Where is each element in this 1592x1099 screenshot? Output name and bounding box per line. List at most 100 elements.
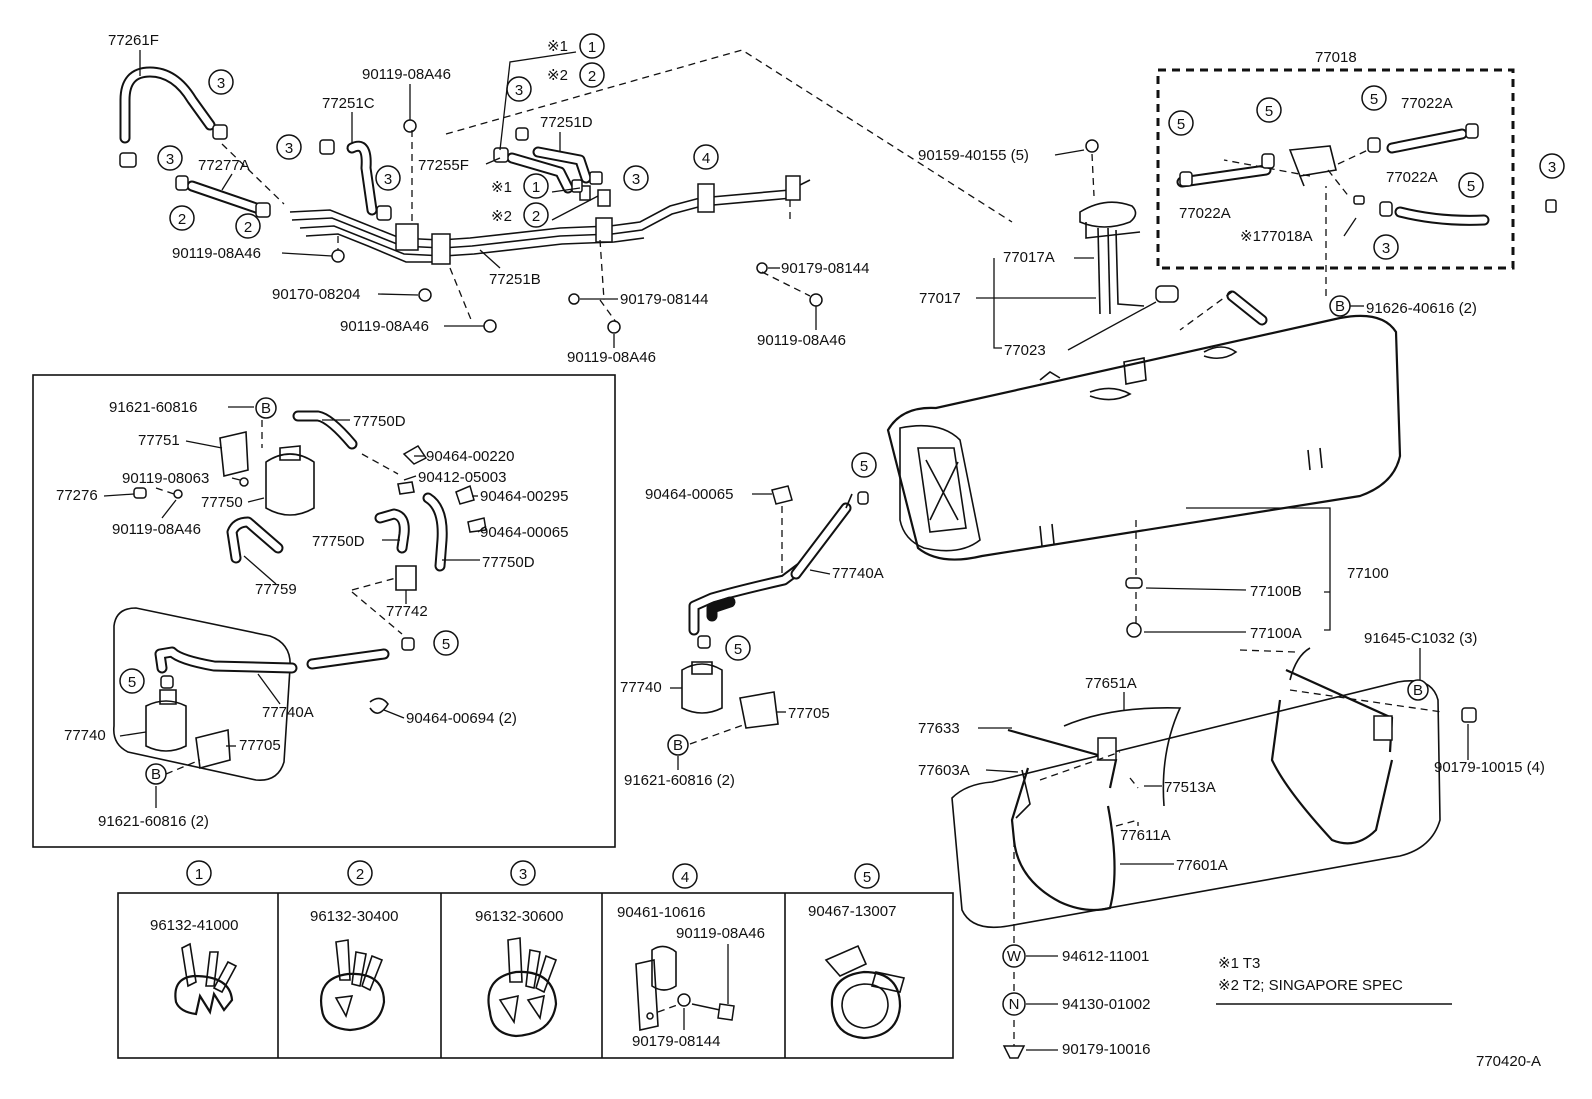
svg-text:1: 1: [195, 866, 203, 883]
fuel-line-assembly: [119, 49, 1013, 334]
callout-N: N: [1002, 992, 1026, 1016]
svg-text:3: 3: [632, 171, 640, 188]
label-91645: 91645-C1032 (3): [1364, 630, 1477, 647]
label-mid-77740A: 77740A: [832, 565, 884, 582]
svg-text:3: 3: [519, 866, 527, 883]
notes: ※1 T3 ※2 T2; SINGAPORE SPEC 770420-A: [1216, 955, 1541, 1070]
label-box-77750: 77750: [201, 494, 243, 511]
callout-3: 3: [506, 76, 532, 102]
label-mid-77740: 77740: [620, 679, 662, 696]
label-77100: 77100: [1347, 565, 1389, 582]
label-90119-left: 90119-08A46: [172, 245, 261, 262]
svg-text:3: 3: [1548, 159, 1556, 176]
callout-5: 5: [119, 668, 145, 694]
svg-text:3: 3: [1382, 240, 1390, 257]
label-box-90464-065: 90464-00065: [480, 524, 568, 541]
label-77251C: 77251C: [322, 95, 375, 112]
callout-5: 5: [725, 635, 751, 661]
label-box-77705: 77705: [239, 737, 281, 754]
note-t3: ※1 T3: [1218, 955, 1260, 972]
svg-text:1: 1: [532, 179, 540, 196]
svg-text:3: 3: [515, 82, 523, 99]
legend-part-1: 96132-41000: [150, 917, 238, 934]
label-77255F: 77255F: [418, 157, 469, 174]
clamp-type-2-drawing: [319, 939, 386, 1032]
callout-5: 5: [1256, 97, 1282, 123]
callout-B: B: [255, 397, 277, 419]
callout-B: B: [145, 763, 167, 785]
legend-part-4b: 90119-08A46: [676, 925, 765, 942]
legend-part-4a: 90461-10616: [617, 904, 705, 921]
clamp-type-5-drawing: [824, 944, 906, 1040]
callout-3: 3: [157, 145, 183, 171]
label-box-77740A: 77740A: [262, 704, 314, 721]
svg-text:2: 2: [588, 68, 596, 85]
svg-text:2: 2: [178, 211, 186, 228]
svg-text:2: 2: [244, 219, 252, 236]
label-90119-mid: 90119-08A46: [340, 318, 429, 335]
svg-text:3: 3: [285, 140, 293, 157]
label-77023: 77023: [1004, 342, 1046, 359]
mark-t2-b: ※2: [491, 208, 512, 225]
callout-B: B: [1407, 679, 1429, 701]
label-90179-right: 90179-08144: [781, 260, 869, 277]
clamp-legend: 1 2 3 4 5 96132-41000 96132-30400 96132-…: [117, 860, 954, 1059]
label-box-90464-220: 90464-00220: [426, 448, 514, 465]
svg-text:5: 5: [1370, 91, 1378, 108]
callout-2: 2: [523, 202, 549, 228]
svg-text:B: B: [673, 737, 683, 754]
svg-text:5: 5: [734, 641, 742, 658]
label-box-90119-bot: 90119-08A46: [112, 521, 201, 538]
label-90179-10015: 90179-10015 (4): [1434, 759, 1545, 776]
legend-part-2: 96132-30400: [310, 908, 398, 925]
label-77100A: 77100A: [1250, 625, 1302, 642]
label-77018: 77018: [1315, 49, 1357, 66]
label-box-77751: 77751: [138, 432, 180, 449]
callout-5: 5: [1458, 172, 1484, 198]
clamp-type-4-drawing: [635, 944, 735, 1031]
label-90119-mid2: 90119-08A46: [567, 349, 656, 366]
callout-2: 2: [169, 205, 195, 231]
label-box-77750D-right: 77750D: [482, 554, 535, 571]
label-77100B: 77100B: [1250, 583, 1302, 600]
label-91626: 91626-40616 (2): [1366, 300, 1477, 317]
legend-header-4: 4: [672, 863, 698, 889]
label-77022A-top: 77022A: [1401, 95, 1453, 112]
label-77022A-left: 77022A: [1179, 205, 1231, 222]
label-box-90119-063: 90119-08063: [122, 470, 209, 487]
label-box-77750D-top: 77750D: [353, 413, 406, 430]
callout-5: 5: [1168, 110, 1194, 136]
label-94130: 94130-01002: [1062, 996, 1150, 1013]
label-77017: 77017: [919, 290, 961, 307]
label-box-91621-bot: 91621-60816 (2): [98, 813, 209, 830]
callout-5: 5: [433, 630, 459, 656]
svg-text:5: 5: [1177, 116, 1185, 133]
svg-text:B: B: [1413, 682, 1423, 699]
label-mid-77705: 77705: [788, 705, 830, 722]
canister-middle: 5 5 B 90464-00065 77740A 77740 77705 916…: [620, 452, 884, 789]
callout-3: 3: [375, 165, 401, 191]
callout-1: 1: [523, 173, 549, 199]
legend-part-4c: 90179-08144: [632, 1033, 720, 1050]
callout-4: 4: [693, 144, 719, 170]
svg-text:B: B: [261, 400, 271, 417]
valve-assembly-77018: 77018 5 5 5 5 3 3 77022A 77022A 77022A ※…: [1156, 49, 1565, 270]
svg-text:B: B: [151, 766, 161, 783]
label-77277A: 77277A: [198, 157, 250, 174]
label-77513A: 77513A: [1164, 779, 1216, 796]
label-77611A: 77611A: [1120, 827, 1171, 844]
label-177018A: ※177018A: [1240, 228, 1313, 245]
label-90179-mid: 90179-08144: [620, 291, 708, 308]
callout-2: 2: [235, 213, 261, 239]
label-box-90412: 90412-05003: [418, 469, 506, 486]
label-77633: 77633: [918, 720, 960, 737]
label-77017A: 77017A: [1003, 249, 1055, 266]
callout-3: 3: [1373, 234, 1399, 260]
callout-B: B: [1329, 295, 1351, 317]
labels-top-left: 77261F 77277A 77251C 77251D 77255F 77251…: [108, 32, 869, 366]
canister-detail-box: B B 5 5 91621-60816 77750D 77751 90464-0…: [32, 374, 616, 848]
label-box-77276: 77276: [56, 487, 98, 504]
svg-text:5: 5: [1467, 178, 1475, 195]
callout-W: W: [1002, 944, 1026, 968]
svg-text:N: N: [1009, 996, 1020, 1013]
